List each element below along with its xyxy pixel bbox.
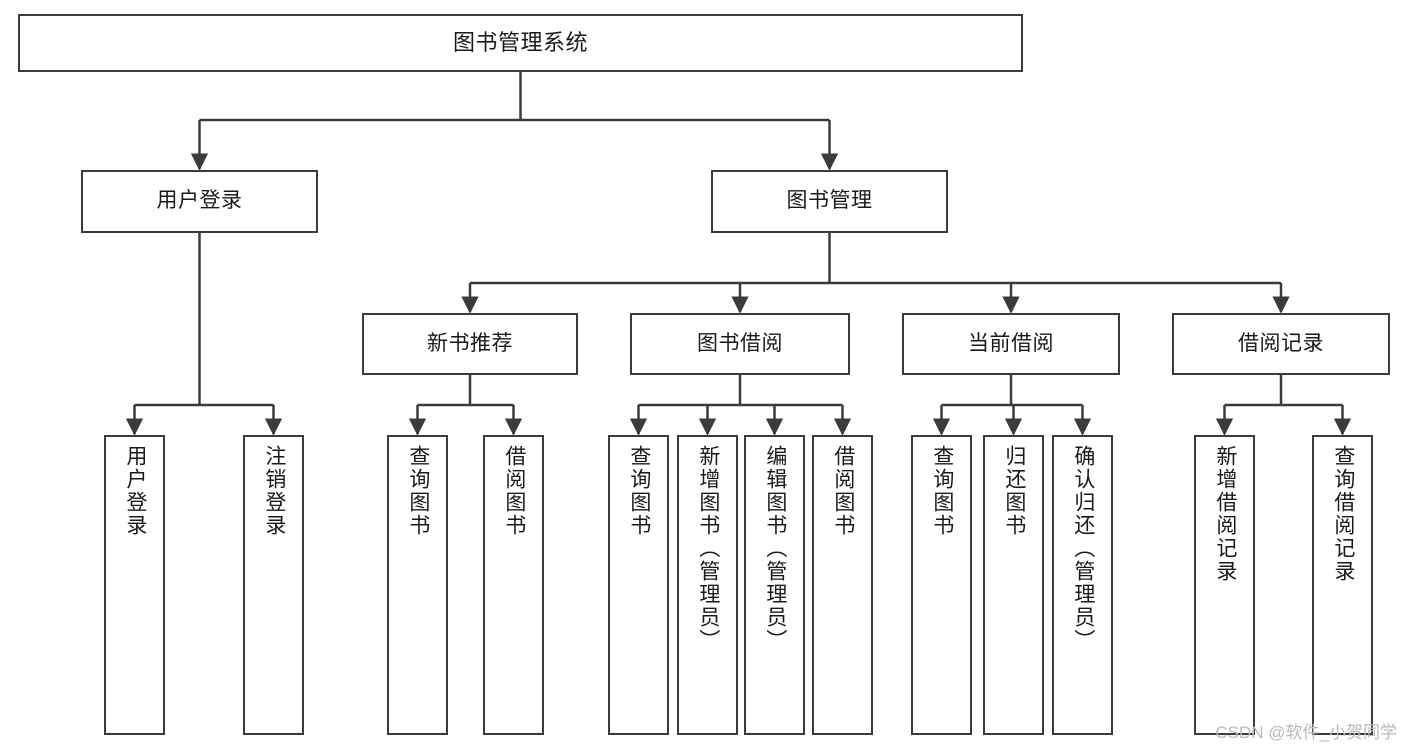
node-book-borrow[interactable]: 图书借阅 [630, 313, 850, 375]
node-label: 图书管理 [786, 189, 873, 213]
watermark-label: CSDN @软件_小贺同学 [1215, 723, 1397, 742]
node-label: 用户登录 [156, 189, 243, 213]
node-label: 确认归还（管理员） [1071, 445, 1095, 652]
node-label: 当前借阅 [968, 331, 1054, 355]
node-leaf-query-book-3[interactable]: 查询图书 [911, 435, 972, 735]
node-leaf-return-book[interactable]: 归还图书 [983, 435, 1044, 735]
node-label: 新增图书（管理员） [696, 445, 720, 652]
node-user-login[interactable]: 用户登录 [81, 170, 318, 233]
node-leaf-query-book-1[interactable]: 查询图书 [387, 435, 448, 735]
node-label: 新书推荐 [427, 331, 513, 355]
node-label: 查询图书 [406, 445, 430, 537]
node-label: 用户登录 [123, 445, 147, 537]
node-label: 图书借阅 [697, 331, 783, 355]
node-label: 查询图书 [627, 445, 651, 537]
node-leaf-add-record[interactable]: 新增借阅记录 [1194, 435, 1255, 735]
node-label: 借阅图书 [502, 445, 526, 537]
node-label: 查询借阅记录 [1331, 445, 1355, 583]
node-label: 注销登录 [262, 445, 286, 537]
node-new-book-rec[interactable]: 新书推荐 [362, 313, 578, 375]
node-current-borrow[interactable]: 当前借阅 [902, 313, 1120, 375]
node-label: 编辑图书（管理员） [763, 445, 787, 652]
node-label: 归还图书 [1002, 445, 1026, 537]
node-label: 查询图书 [930, 445, 954, 537]
node-root[interactable]: 图书管理系统 [18, 14, 1023, 72]
node-leaf-user-logout[interactable]: 注销登录 [243, 435, 304, 735]
node-leaf-add-book[interactable]: 新增图书（管理员） [677, 435, 738, 735]
node-label: 借阅记录 [1238, 331, 1324, 355]
node-leaf-borrow-book-2[interactable]: 借阅图书 [812, 435, 873, 735]
node-leaf-confirm-return[interactable]: 确认归还（管理员） [1052, 435, 1113, 735]
node-leaf-query-record[interactable]: 查询借阅记录 [1312, 435, 1373, 735]
node-label: 新增借阅记录 [1213, 445, 1237, 583]
node-leaf-borrow-book-1[interactable]: 借阅图书 [483, 435, 544, 735]
node-leaf-edit-book[interactable]: 编辑图书（管理员） [744, 435, 805, 735]
node-label: 借阅图书 [831, 445, 855, 537]
node-leaf-user-login[interactable]: 用户登录 [104, 435, 165, 735]
node-leaf-query-book-2[interactable]: 查询图书 [608, 435, 669, 735]
node-borrow-record[interactable]: 借阅记录 [1172, 313, 1390, 375]
node-label: 图书管理系统 [452, 30, 588, 56]
node-book-manage[interactable]: 图书管理 [711, 170, 948, 233]
